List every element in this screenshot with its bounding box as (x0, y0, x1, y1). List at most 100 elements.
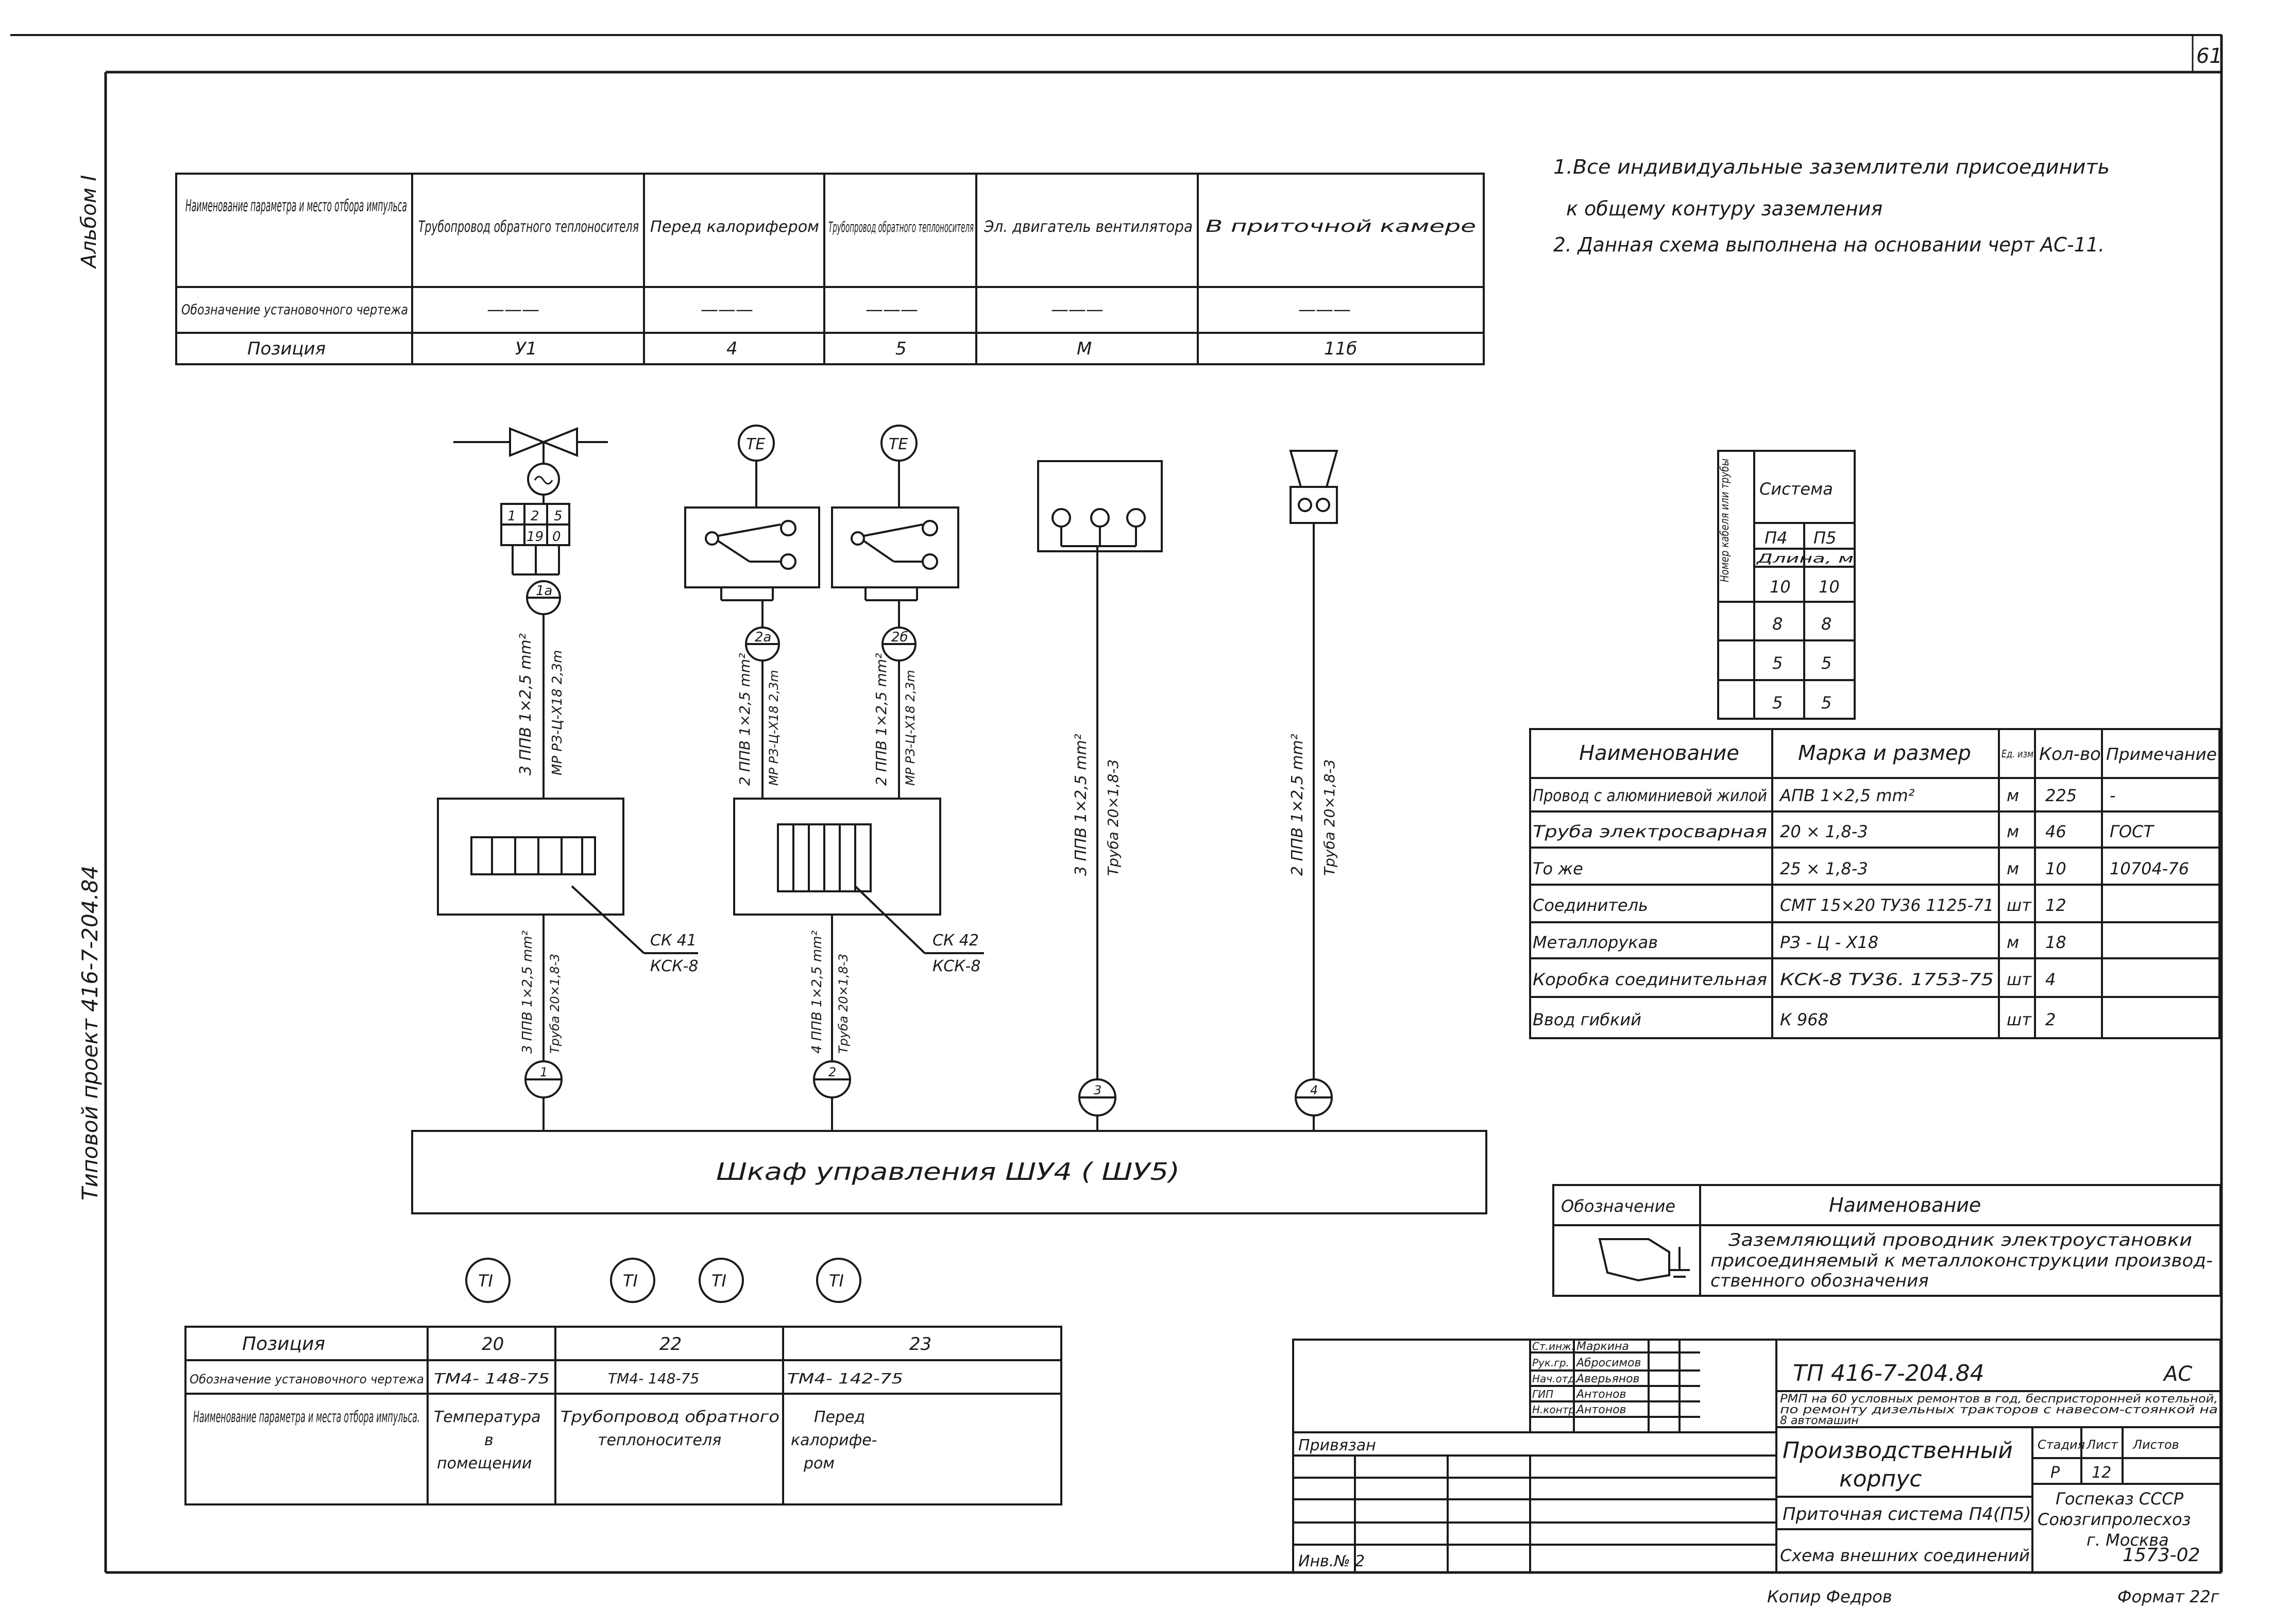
hose-label-4: Труба 20×1,8-3 (1321, 759, 1338, 876)
spec-h-unit: Ед. изм (2001, 748, 2033, 760)
top-table-header-pos: Позиция (247, 339, 326, 359)
sheet-value: 12 (2092, 1464, 2111, 1482)
footer: 1573-02 Копир Федров Формат 22г (1767, 1545, 2219, 1606)
top-col5-pos: 11б (1324, 339, 1357, 359)
top-col1-pos: У1 (515, 339, 537, 359)
bottom-col3-name-3: ром (803, 1454, 835, 1473)
note-1-cont: к общему контуру заземления (1566, 197, 1882, 220)
cable-label-1: 3 ППВ 1×2,5 mm² (517, 633, 535, 775)
building-1: Производственный (1783, 1437, 2013, 1464)
schematic (411, 425, 1487, 1303)
signer-3-role: Нач.отд. (1532, 1373, 1579, 1385)
top-table (175, 173, 1485, 365)
cable-row1-a: 10 (1770, 577, 1791, 597)
spec-cell-r6-c4: 4 (2045, 970, 2056, 989)
lower-cable-label-1: 3 ППВ 1×2,5 mm² (520, 931, 535, 1054)
cable-label-3: 3 ППВ 1×2,5 mm² (1072, 734, 1090, 876)
bottom-col2-name-1: Трубопровод обратного (561, 1408, 779, 1426)
stage-header: Стадия (2038, 1437, 2085, 1452)
legend-line-1: Заземляющий проводник электроустановки (1728, 1230, 2192, 1250)
title-block-text: Ст.инж. Маркина Рук.гр. Абросимов Нач.от… (1298, 1340, 2218, 1570)
top-table-header-mark: Обозначение установочного чертежа (181, 302, 408, 318)
spec-cell-r7-c1: Ввод гибкий (1533, 1010, 1641, 1029)
cable-row3-b: 5 (1821, 653, 1831, 673)
copied-by: Копир Федров (1767, 1587, 1892, 1606)
spec-cell-r6-c2: КСК-8 ТУ36. 1753-75 (1780, 970, 1994, 989)
spec-cell-r3-c3: м (2007, 859, 2019, 878)
bottom-col1-name-2: в (484, 1431, 494, 1449)
spec-h-mark: Марка и размер (1798, 741, 1971, 765)
top-table-text: Наименование параметра и место отбора им… (181, 196, 1476, 359)
top-col2-name: Перед калорифером (650, 218, 819, 236)
bottom-table-text: Позиция Обозначение установочного чертеж… (190, 1333, 931, 1473)
top-col3-pos: 5 (895, 339, 907, 359)
top-col5-mark: ——— (1298, 299, 1351, 320)
bottom-h-mark: Обозначение установочного чертежа (190, 1372, 424, 1386)
bottom-col1-name-1: Температура (434, 1408, 541, 1426)
spec-cell-r5-c4: 18 (2045, 933, 2066, 952)
project-desc-1: РМП на 60 условных ремонтов в год, беспр… (1780, 1393, 2218, 1406)
spec-h-note: Примечание (2106, 745, 2217, 764)
bottom-col3-mark: ТМ4- 142-75 (787, 1370, 903, 1387)
spec-cell-r4-c3: шт (2007, 895, 2032, 915)
top-col2-mark: ——— (701, 299, 753, 320)
sheet-number: 61 (2196, 44, 2223, 68)
bottom-col1-mark: ТМ4- 148-75 (434, 1370, 550, 1387)
signer-2-name: Абросимов (1575, 1357, 1641, 1369)
spec-cell-r7-c4: 2 (2045, 1010, 2056, 1029)
signer-4-role: ГИП (1532, 1388, 1553, 1400)
cable-table-text: Номер кабеля или трубы Система П4 П5 Дли… (1719, 459, 1854, 713)
spec-cell-r2-c5: ГОСТ (2110, 822, 2155, 841)
top-col1-mark: ——— (487, 299, 539, 320)
spec-cell-r5-c2: РЗ - Ц - Х18 (1780, 933, 1878, 952)
project-code: ТП 416-7-204.84 (1793, 1360, 1984, 1386)
ti-marker-1: ТI (478, 1271, 493, 1291)
org-2: Союзгипролесхоз (2038, 1510, 2191, 1529)
legend-h2: Наименование (1829, 1194, 1981, 1216)
bottom-col1-name-3: помещении (437, 1454, 532, 1473)
notes: 1.Все индивидуальные заземлители присоед… (1553, 156, 2110, 256)
side-label-project: Типовой проект 416-7-204.84 (77, 865, 103, 1200)
terminal-5: 5 (554, 509, 563, 524)
cable-row3-a: 5 (1772, 653, 1783, 673)
spec-cell-r2-c2: 20 × 1,8-3 (1780, 822, 1868, 841)
top-col4-mark: ——— (1051, 299, 1104, 320)
cable-table-h2: Система (1759, 479, 1833, 499)
sheets-header: Листов (2132, 1437, 2179, 1452)
sheet-frame (10, 34, 2223, 1574)
top-table-header-param: Наименование параметра и место отбора им… (185, 196, 407, 215)
cable-table-length: Длина, м (1756, 551, 1854, 566)
spec-h-name: Наименование (1579, 741, 1739, 765)
inventory-number: Инв.№ 2 (1298, 1552, 1365, 1570)
signer-3-name: Аверьянов (1575, 1373, 1640, 1385)
signer-1-name: Маркина (1576, 1340, 1629, 1353)
box-2-label: СК 42 (932, 932, 979, 950)
spec-cell-r4-c2: СМТ 15×20 ТУ36 1125-71 (1780, 895, 1994, 915)
node-2a: 2а (755, 630, 771, 645)
org-3: г. Москва (2087, 1530, 2169, 1550)
spec-cell-r2-c1: Труба электросварная (1533, 822, 1767, 841)
drawing-number: 1573-02 (2123, 1545, 2200, 1566)
org-1: Госпеказ СССР (2056, 1489, 2184, 1509)
entry-2: 2 (828, 1065, 836, 1079)
signer-2-role: Рук.гр. (1532, 1357, 1569, 1369)
box-2-type: КСК-8 (932, 957, 980, 975)
valve-symbol (453, 427, 608, 504)
cable-label-2b: 2 ППВ 1×2,5 mm² (873, 653, 890, 786)
side-label-album: Альбом I (77, 175, 101, 268)
hose-label-1: МР РЗ-Ц-Х18 2,3m (550, 650, 565, 775)
signer-5-name: Антонов (1575, 1403, 1626, 1416)
top-col1-name: Трубопровод обратного теплоносителя (418, 218, 639, 236)
spec-cell-r3-c4: 10 (2045, 859, 2066, 878)
cable-label-4: 2 ППВ 1×2,5 mm² (1288, 734, 1307, 876)
spec-cell-r2-c3: м (2007, 822, 2019, 841)
building-2: корпус (1839, 1466, 1922, 1492)
signer-1-role: Ст.инж. (1532, 1340, 1574, 1352)
bottom-h-pos: Позиция (242, 1333, 325, 1355)
terminal-1: 1 (507, 509, 516, 524)
cable-table-sys1: П4 (1765, 528, 1787, 548)
bottom-table (184, 1326, 1062, 1505)
spec-cell-r1-c3: м (2007, 786, 2019, 805)
signer-4-name: Антонов (1575, 1388, 1626, 1401)
spec-cell-r5-c1: Металлорукав (1533, 933, 1658, 952)
